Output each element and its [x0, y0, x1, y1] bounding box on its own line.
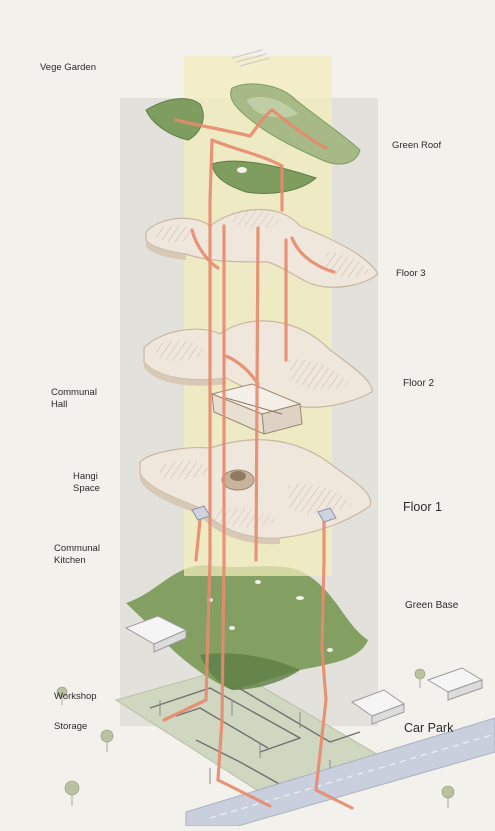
road-centre-line: [209, 733, 495, 819]
road: [185, 717, 495, 827]
label-communal-kitchen: Communal Kitchen: [54, 543, 100, 568]
green-base-shadow: [200, 653, 300, 690]
label-communal-hall-line-1: Communal: [51, 387, 97, 398]
label-communal-hall-line-2: Hall: [51, 399, 68, 411]
label-hangi-space-line-2: Space: [73, 483, 100, 495]
label-floor-1: Floor 1: [403, 500, 442, 514]
stair-blocks: [191, 505, 337, 523]
shed-carpark-1: [426, 667, 484, 701]
label-communal-kitchen-line-1: Communal: [54, 543, 100, 554]
tree-icons: [56, 668, 455, 808]
label-green-roof: Green Roof: [392, 140, 442, 151]
label-storage: Storage: [54, 721, 88, 732]
label-hangi-space-line-1: Hangi: [73, 471, 98, 482]
label-communal-hall: Communal Hall: [51, 387, 97, 412]
label-floor-2: Floor 2: [403, 378, 435, 389]
label-workshop: Workshop: [54, 691, 97, 702]
circulation-routes: [162, 108, 354, 810]
shed-carpark-2: [350, 689, 406, 725]
vege-garden-planters: [231, 49, 271, 67]
label-green-base: Green Base: [405, 600, 459, 611]
green-base-shape: [126, 565, 368, 690]
label-vege-garden: Vege Garden: [40, 62, 96, 73]
label-communal-kitchen-line-2: Kitchen: [54, 555, 86, 567]
site-fencing: [149, 683, 361, 791]
shed-left: [124, 615, 188, 653]
green-roof-lower: [211, 160, 317, 194]
label-hangi-space: Hangi Space: [73, 471, 100, 496]
label-car-park: Car Park: [404, 721, 454, 735]
label-floor-3: Floor 3: [396, 268, 426, 279]
